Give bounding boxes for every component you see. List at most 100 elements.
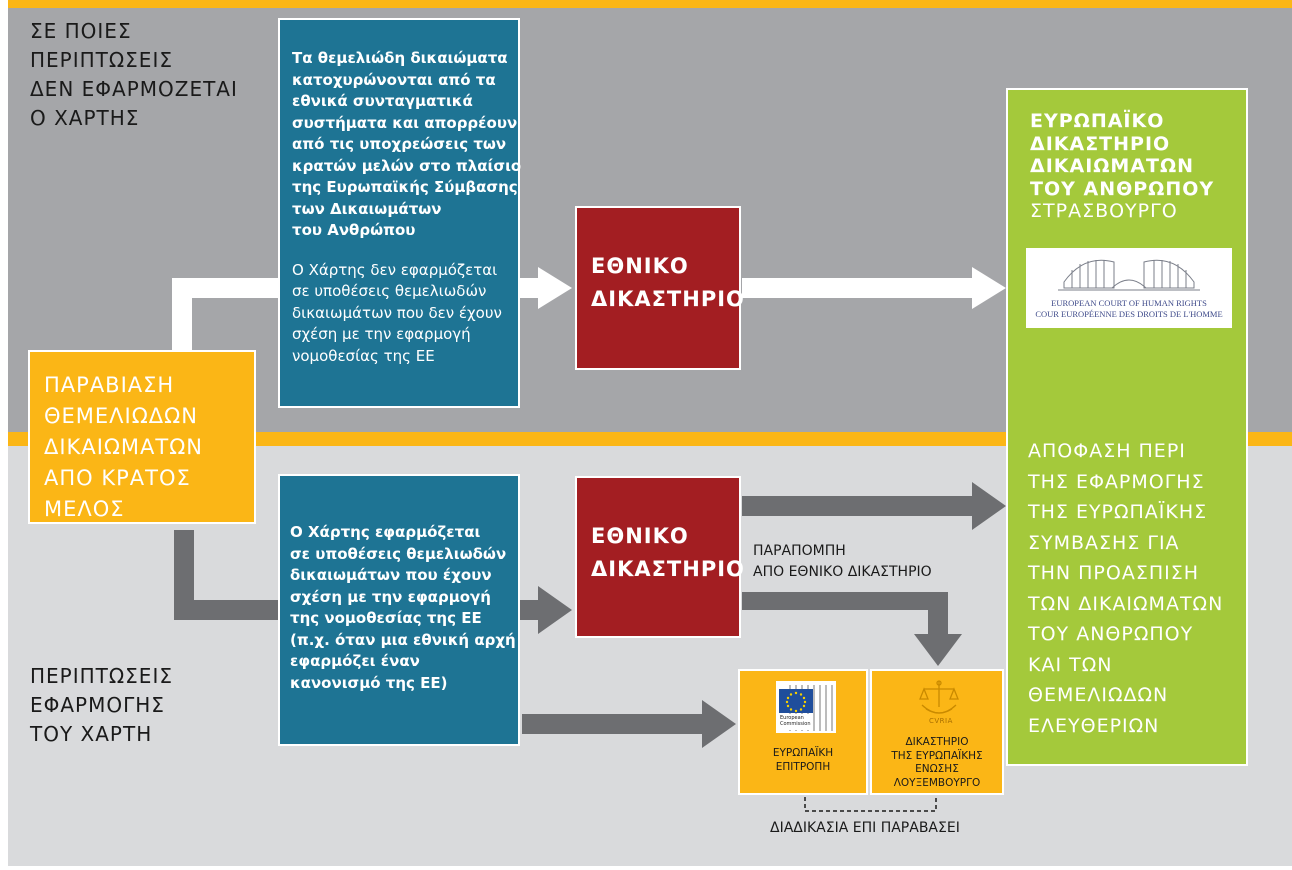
text-line: ΕΝΩΣΗΣ (915, 763, 959, 775)
text-line: του Ανθρώπου (292, 221, 416, 239)
text-line: ΕΛΕΥΘΕΡΙΩΝ (1028, 714, 1160, 737)
echr-heading: ΕΥΡΩΠΑΪΚΟ ΔΙΚΑΣΤΗΡΙΟ ΔΙΚΑΙΩΜΑΤΩΝ ΤΟΥ ΑΝΘ… (1030, 110, 1246, 200)
echr-logo-caption: EUROPEAN COURT OF HUMAN RIGHTS COUR EURO… (1026, 298, 1232, 320)
top-blue-bold-text: Τα θεμελιώδη δικαιώματα κατοχυρώνονται α… (292, 48, 522, 242)
text-line: ΕΘΝΙΚΟ (591, 254, 689, 278)
top-national-court-box: ΕΘΝΙΚΟ ΔΙΚΑΣΤΗΡΙΟ (575, 206, 745, 370)
text-line: ΕΥΡΩΠΑΪΚΗ (772, 747, 834, 759)
text-line: COUR EUROPÉENNE DES DROITS DE L'HOMME (1035, 309, 1223, 319)
echr-box: ΕΥΡΩΠΑΪΚΟ ΔΙΚΑΣΤΗΡΙΟ ΔΙΚΑΙΩΜΑΤΩΝ ΤΟΥ ΑΝΘ… (1006, 88, 1248, 766)
commission-logo-icon (776, 681, 836, 733)
text-line: ΕΘΝΙΚΟ (591, 524, 689, 548)
text-line: ΤΟΥ ΑΝΘΡΩΠΟΥ (1028, 623, 1194, 645)
text-line: δικαιωμάτων που έχουν (290, 566, 492, 584)
top-blue-normal-text: Ο Χάρτης δεν εφαρμόζεται σε υποθέσεις θε… (292, 260, 518, 368)
text-line: ΔΙΚΑΣΤΗΡΙΟ (591, 557, 745, 581)
text-line: ΔΙΚΑΣΤΗΡΙΟ (1030, 132, 1171, 155)
text-line: εθνικά συνταγματικά (292, 92, 473, 110)
commission-logo-text: European Commission (780, 715, 811, 727)
text-line: ΛΟΥΞΕΜΒΟΥΡΓΟ (893, 776, 981, 789)
text-line: σε υποθέσεις θεμελιωδών (290, 544, 507, 563)
text-line: των Δικαιωμάτων (292, 199, 442, 218)
infringement-bracket (804, 797, 937, 812)
dark-arrow-court-to-echr (742, 482, 1006, 530)
text-line: ΤΟΥ ΑΝΘΡΩΠΟΥ (1030, 177, 1215, 200)
text-line: ΣΥΜΒΑΣΗΣ ΓΙΑ (1028, 531, 1180, 554)
text-line: από τις υποχρεώσεις των (292, 135, 507, 153)
court-label: ΕΘΝΙΚΟ ΔΙΚΑΣΤΗΡΙΟ (591, 250, 745, 316)
european-commission-box: European Commission ΕΥΡΩΠΑΪΚΗ ΕΠΙΤΡΟΠΗ (738, 669, 868, 795)
echr-box-stripe-cover (1008, 436, 1246, 456)
middle-stripe (8, 432, 1292, 446)
text-line: ΜΕΛΟΣ (44, 497, 125, 521)
bottom-blue-box: Ο Χάρτης εφαρμόζεται σε υποθέσεις θεμελι… (278, 474, 520, 746)
text-line: σχέση με την εφαρμογή (290, 587, 491, 606)
text-line: ΘΕΜΕΛΙΩΔΩΝ (44, 404, 198, 428)
text-line: σχέση με την εφαρμογή (292, 325, 471, 343)
text-line: συστήματα και απορρέουν (292, 113, 518, 132)
text-line: ΔΙΚΑΣΤΗΡΙΟ (591, 287, 745, 311)
bottom-national-court-box: ΕΘΝΙΚΟ ΔΙΚΑΣΤΗΡΙΟ (575, 476, 745, 638)
echr-logo: EUROPEAN COURT OF HUMAN RIGHTS COUR EURO… (1026, 248, 1232, 328)
text-line: εφαρμόζει έναν (290, 652, 420, 670)
text-line: Τα θεμελιώδη δικαιώματα (292, 49, 508, 67)
top-title-line: ΠΕΡΙΠΤΩΣΕΙΣ (30, 48, 173, 72)
echr-city: ΣΤΡΑΣΒΟΥΡΓΟ (1030, 200, 1178, 222)
echr-decision: ΑΠΟΦΑΣΗ ΠΕΡΙ ΤΗΣ ΕΦΑΡΜΟΓΗΣ ΤΗΣ ΕΥΡΩΠΑΪΚΗ… (1028, 436, 1223, 741)
violation-box: ΠΑΡΑΒΙΑΣΗ ΘΕΜΕΛΙΩΔΩΝ ΔΙΚΑΙΩΜΑΤΩΝ ΑΠΟ ΚΡΑ… (28, 350, 256, 524)
text-line: ΘΕΜΕΛΙΩΔΩΝ (1028, 684, 1169, 706)
text-line: ΤΟΥ ΧΑΡΤΗ (30, 722, 153, 746)
top-title-line: Ο ΧΑΡΤΗΣ (30, 106, 140, 130)
top-stripe (8, 0, 1292, 8)
cjeu-box: CVRIA ΔΙΚΑΣΤΗΡΙΟ ΤΗΣ ΕΥΡΩΠΑΪΚΗΣ ΕΝΩΣΗΣ Λ… (870, 669, 1004, 795)
text-line: European (780, 715, 804, 721)
text-line: σε υποθέσεις θεμελιωδών (292, 282, 487, 300)
white-arrow-to-echr (742, 267, 1006, 309)
text-line: ΤΗΝ ΠΡΟΑΣΠΙΣΗ (1028, 562, 1200, 584)
text-line: ΑΠΟ ΚΡΑΤΟΣ (44, 466, 191, 490)
infringement-label: ΔΙΑΔΙΚΑΣΙΑ ΕΠΙ ΠΑΡΑΒΑΣΕΙ (770, 820, 960, 836)
text-line: της νομοθεσίας της ΕΕ (290, 609, 482, 627)
text-line: ΤΗΣ ΕΦΑΡΜΟΓΗΣ (1028, 470, 1205, 493)
top-title-line: ΔΕΝ ΕΦΑΡΜΟΖΕΤΑΙ (30, 77, 238, 101)
text-line: νομοθεσίας της ΕΕ (292, 346, 435, 365)
text-line: ΔΙΚΑΣΤΗΡΙΟ (905, 736, 969, 748)
referral-arrow-to-cjeu (742, 592, 962, 666)
text-line: ΤΗΣ ΕΥΡΩΠΑΪΚΗΣ (1028, 501, 1208, 523)
cjeu-logo-icon (919, 680, 959, 714)
top-blue-box: Τα θεμελιώδη δικαιώματα κατοχυρώνονται α… (278, 18, 522, 408)
court-building-icon (1058, 259, 1200, 291)
text-line: της Ευρωπαϊκής Σύμβασης (292, 178, 518, 196)
text-line: ΠΑΡΑΠΟΜΠΗ (753, 543, 846, 559)
text-line: ΕΥΡΩΠΑΪΚΟ (1030, 110, 1165, 132)
text-line: EUROPEAN COURT OF HUMAN RIGHTS (1051, 298, 1207, 308)
text-line: ΑΠΟ ΕΘΝΙΚΟ ΔΙΚΑΣΤΗΡΙΟ (753, 564, 932, 580)
top-title-line: ΣΕ ΠΟΙΕΣ (30, 19, 132, 43)
text-line: ΤΗΣ ΕΥΡΩΠΑΪΚΗΣ (891, 749, 983, 762)
text-line: ΤΩΝ ΔΙΚΑΙΩΜΑΤΩΝ (1028, 592, 1224, 615)
text-line: δικαιωμάτων που δεν έχουν (292, 303, 502, 322)
dark-arrow-to-commission (522, 700, 736, 748)
referral-label: ΠΑΡΑΠΟΜΠΗ ΑΠΟ ΕΘΝΙΚΟ ΔΙΚΑΣΤΗΡΙΟ (753, 541, 932, 583)
text-line: κατοχυρώνονται από τα (292, 70, 496, 89)
court-label: ΕΘΝΙΚΟ ΔΙΚΑΣΤΗΡΙΟ (591, 520, 745, 586)
text-line: ΚΑΙ ΤΩΝ (1028, 653, 1113, 676)
cjeu-caption: ΔΙΚΑΣΤΗΡΙΟ ΤΗΣ ΕΥΡΩΠΑΪΚΗΣ ΕΝΩΣΗΣ ΛΟΥΞΕΜΒ… (872, 736, 1002, 790)
text-line: ΔΙΚΑΙΩΜΑΤΩΝ (44, 435, 204, 459)
text-line: Commission (780, 721, 811, 727)
cjeu-logo-text: CVRIA (929, 717, 953, 725)
commission-caption: ΕΥΡΩΠΑΪΚΗ ΕΠΙΤΡΟΠΗ (740, 747, 866, 774)
text-line: Ο Χάρτης δεν εφαρμόζεται (292, 260, 498, 279)
text-line: (π.χ. όταν μια εθνική αρχή (290, 630, 516, 649)
bottom-blue-text: Ο Χάρτης εφαρμόζεται σε υποθέσεις θεμελι… (290, 522, 518, 694)
text-line: κρατών μελών στο πλαίσιο (292, 156, 522, 175)
text-line: ΠΑΡΑΒΙΑΣΗ (44, 373, 175, 397)
top-section-title: ΣΕ ΠΟΙΕΣ ΠΕΡΙΠΤΩΣΕΙΣ ΔΕΝ ΕΦΑΡΜΟΖΕΤΑΙ Ο Χ… (30, 17, 238, 133)
text-line: ΔΙΚΑΙΩΜΑΤΩΝ (1030, 155, 1195, 177)
violation-label: ΠΑΡΑΒΙΑΣΗ ΘΕΜΕΛΙΩΔΩΝ ΔΙΚΑΙΩΜΑΤΩΝ ΑΠΟ ΚΡΑ… (44, 370, 254, 525)
text-line: Ο Χάρτης εφαρμόζεται (290, 523, 481, 541)
text-line: κανονισμό της ΕΕ) (290, 673, 448, 692)
text-line: ΕΠΙΤΡΟΠΗ (775, 760, 831, 773)
text-line: ΕΦΑΡΜΟΓΗΣ (30, 693, 165, 717)
